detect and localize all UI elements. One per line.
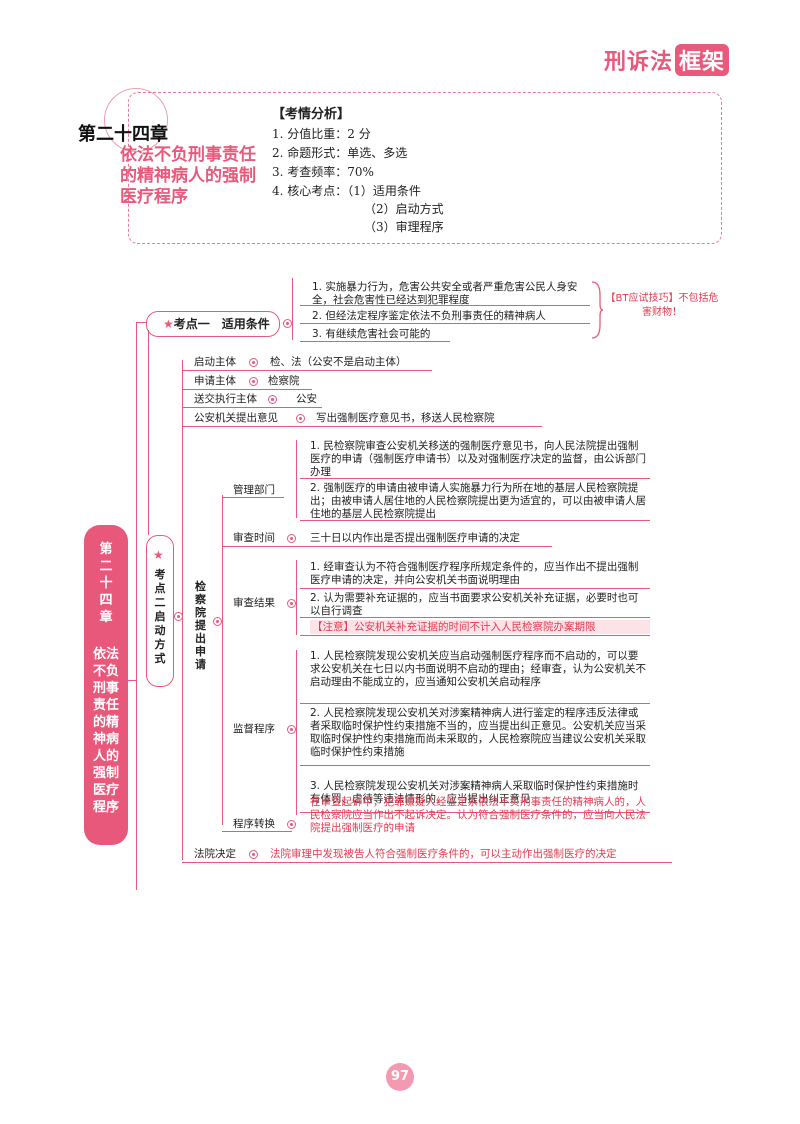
decorative-ring	[104, 88, 168, 152]
star-icon: ★	[163, 317, 174, 331]
chapter-number: 第二十四章	[78, 124, 168, 145]
underline	[300, 635, 650, 637]
kp1-item: 2. 但经法定程序鉴定依法不负刑事责任的精神病人	[312, 310, 546, 322]
kp2-label: 考点二 启动方式	[154, 568, 177, 665]
procuratorate-label: 检察院提出申请	[195, 580, 206, 671]
analysis-line: 1. 分值比重：2 分	[272, 127, 371, 141]
kp2-node: ★ 考点二 启动方式	[146, 535, 177, 687]
underline	[300, 703, 650, 705]
bracket-line	[296, 650, 298, 815]
row-value: 写出强制医疗意见书，移送人民检察院	[316, 412, 495, 424]
branch-line	[136, 322, 148, 324]
result-item: 1. 经审查认为不符合强制医疗程序所规定条件的，应当作出不提出强制医疗申请的决定…	[310, 561, 639, 586]
kp2-line	[182, 360, 184, 860]
analysis-line: 4. 核心考点：（1）适用条件	[272, 184, 421, 198]
manage-item: 2. 强制医疗的申请由被申请人实施暴力行为所在地的基层人民检察院提出；由被申请人…	[310, 482, 646, 520]
brace-icon	[591, 281, 604, 339]
procuratorate-line	[222, 495, 224, 825]
row-key: 送交执行主体	[194, 393, 257, 405]
trunk-line	[136, 322, 138, 890]
sub-key: 审查时间	[233, 532, 275, 544]
node-dot	[296, 414, 305, 423]
chapter-pill: 第二十四章 依法不负刑事责任的精神病人的强制医疗程序	[84, 525, 128, 845]
node-dot	[287, 725, 296, 734]
brand-logo: 刑诉法框架	[604, 44, 730, 76]
sub-key: 程序转换	[233, 818, 275, 830]
manage-item: 1. 民检察院审查公安机关移送的强制医疗意见书，向人民法院提出强制医疗的申请（强…	[310, 440, 646, 478]
bracket-line	[292, 278, 294, 340]
node-dot	[283, 319, 292, 328]
underline	[182, 862, 672, 864]
analysis-line: （3）审理程序	[364, 220, 444, 234]
underline	[300, 765, 650, 767]
node-dot	[268, 395, 277, 404]
note-highlight	[310, 620, 650, 634]
analysis-title: 【考情分析】	[272, 107, 351, 122]
bracket-line	[296, 440, 298, 518]
row-key: 法院决定	[194, 848, 236, 860]
underline	[300, 323, 590, 325]
bracket-line	[296, 560, 298, 635]
chapter-title: 依法不负刑事责任的精神病人的强制医疗程序	[120, 145, 256, 207]
node-dot	[287, 534, 296, 543]
node-dot	[249, 377, 258, 386]
kp1-node: ★考点一 适用条件	[146, 311, 280, 337]
exam-tip: 【BT应试技巧】不包括危害财物！	[605, 293, 719, 318]
analysis-box	[128, 92, 722, 244]
underline	[182, 389, 312, 391]
node-dot	[287, 599, 296, 608]
node-dot	[249, 850, 258, 859]
kp2-connector	[148, 330, 150, 535]
star-icon: ★	[153, 548, 164, 562]
analysis-line: 3. 考查频率：70%	[272, 165, 374, 179]
branch-line	[128, 680, 136, 682]
sub-key: 监督程序	[233, 723, 275, 735]
sub-key: 管理部门	[233, 484, 275, 496]
kp1-item: 1. 实施暴力行为，危害公共安全或者严重危害公民人身安全，社会危害性已经达到犯罪…	[312, 281, 578, 306]
underline	[182, 426, 542, 428]
underline	[300, 617, 650, 619]
analysis-line: 2. 命题形式：单选、多选	[272, 146, 408, 160]
row-key: 申请主体	[194, 375, 236, 387]
underline	[300, 520, 650, 522]
supervise-item: 3. 人民检察院发现公安机关对涉案精神病人采取临时保护性约束措施时有体罚、虐待等…	[310, 780, 639, 805]
node-dot	[213, 617, 222, 626]
underline	[222, 497, 284, 499]
row-key: 公安机关提出意见	[194, 412, 278, 424]
transfer-text: 在审查起诉中，犯罪嫌疑人经鉴定系依法不负刑事责任的精神病人的，人民检察院应当作出…	[310, 796, 646, 834]
underline	[222, 831, 292, 833]
analysis-line: （2）启动方式	[364, 202, 444, 216]
court-text: 法院审理中发现被告人符合强制医疗条件的，可以主动作出强制医疗的决定	[270, 848, 617, 860]
node-dot	[287, 820, 296, 829]
underline	[222, 546, 552, 548]
underline	[300, 812, 650, 814]
underline	[300, 341, 450, 343]
underline	[300, 588, 650, 590]
supervise-item: 1. 人民检察院发现公安机关应当启动强制医疗程序而不启动的，可以要求公安机关在七…	[310, 650, 646, 688]
underline	[300, 478, 650, 480]
page-number: 97	[386, 1063, 414, 1091]
underline	[182, 407, 322, 409]
kp1-item: 3. 有继续危害社会可能的	[312, 328, 431, 340]
sub-value: 三十日以内作出是否提出强制医疗申请的决定	[310, 532, 520, 544]
node-dot	[249, 358, 258, 367]
result-item: 2. 认为需要补充证据的，应当书面要求公安机关补充证据，必要时也可以自行调查	[310, 592, 639, 617]
row-value: 公安	[296, 393, 317, 405]
row-value: 检察院	[268, 375, 300, 387]
underline	[300, 305, 590, 307]
supervise-item: 2. 人民检察院发现公安机关对涉案精神病人进行鉴定的程序违反法律或者采取临时保护…	[310, 707, 646, 758]
underline	[182, 370, 432, 372]
sub-key: 审查结果	[233, 597, 275, 609]
row-value: 检、法（公安不是启动主体）	[270, 356, 407, 368]
row-key: 启动主体	[194, 356, 236, 368]
note-text: 【注意】公安机关补充证据的时间不计入人民检察院办案期限	[312, 621, 596, 633]
